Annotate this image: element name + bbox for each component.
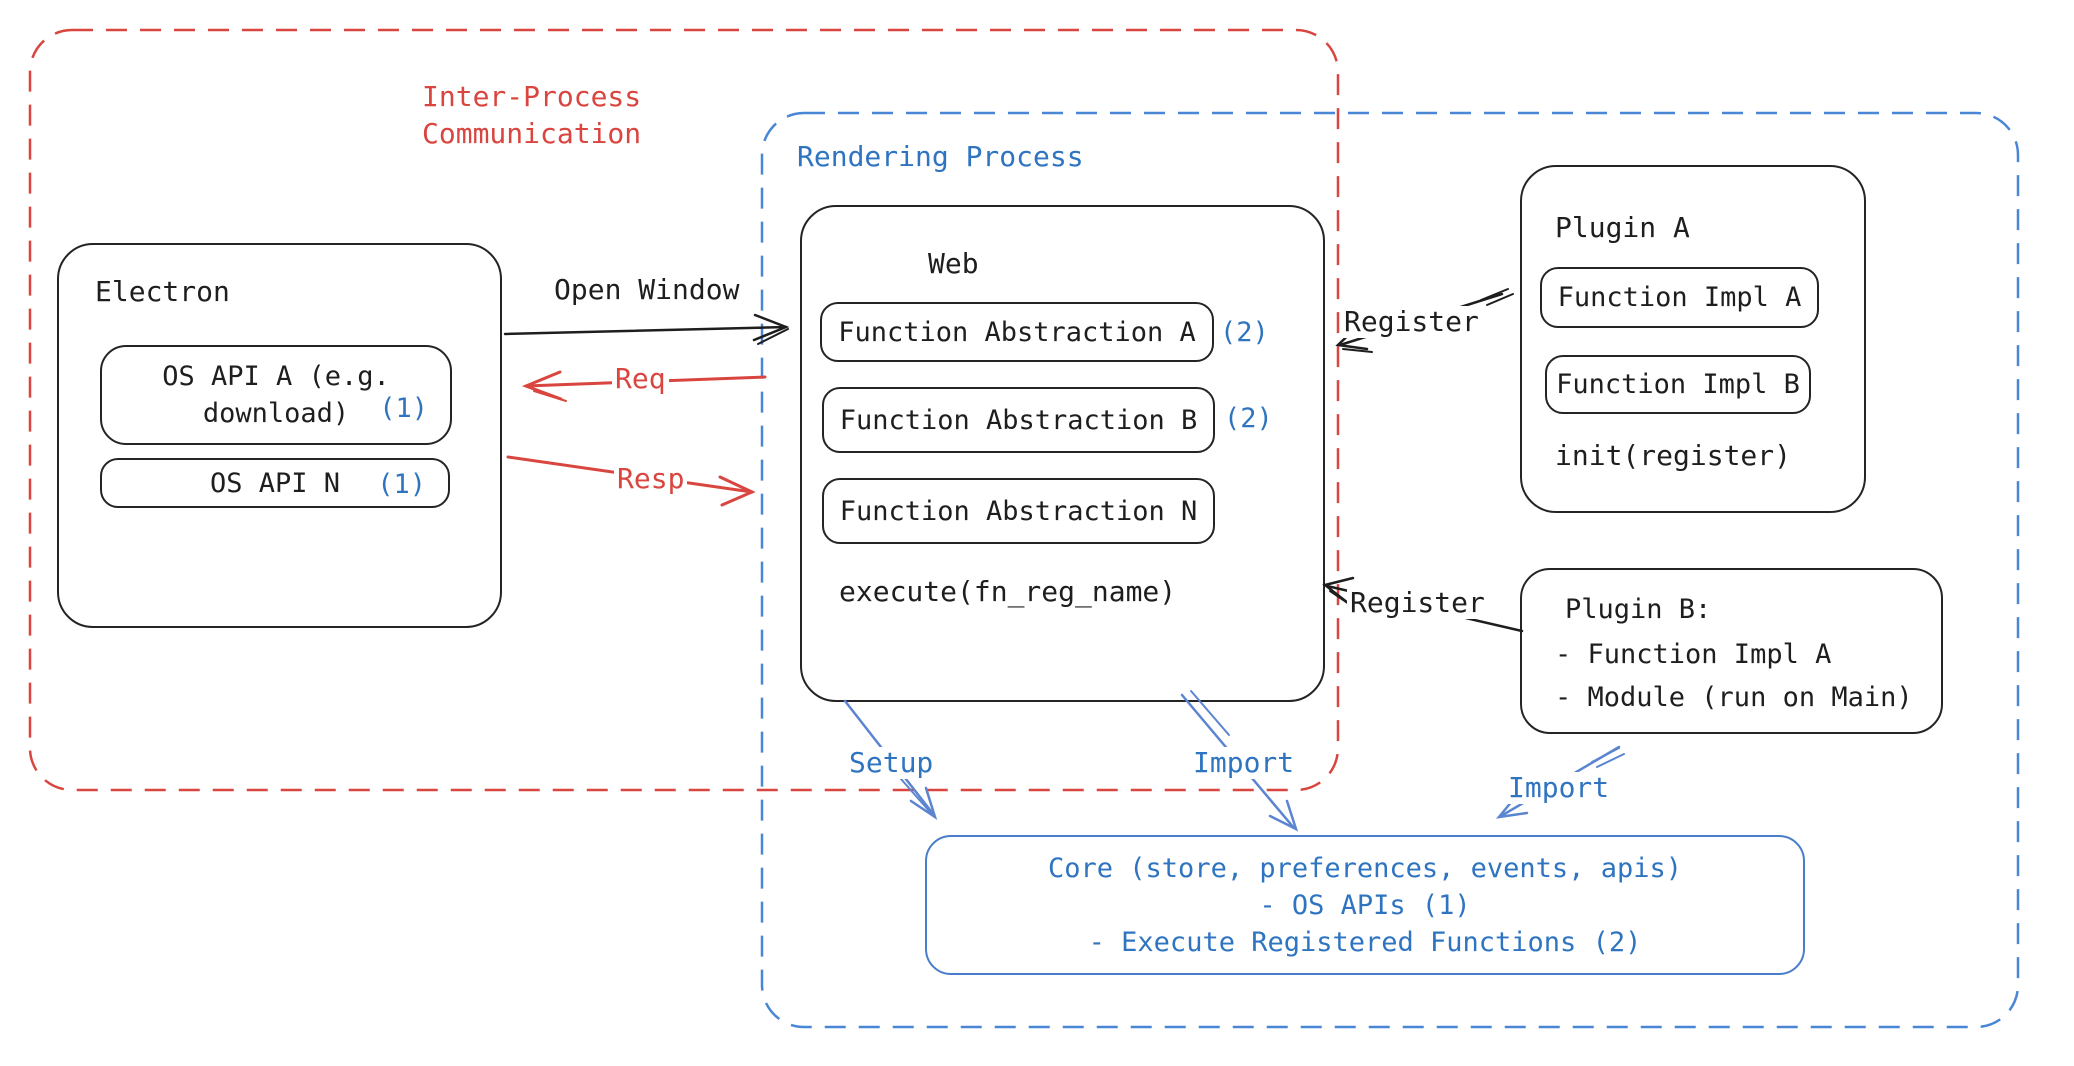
function-abstraction-a-label: Function Abstraction A — [838, 316, 1196, 348]
init-register-label: init(register) — [1555, 439, 1792, 472]
function-abstraction-b-box: Function Abstraction B — [822, 387, 1215, 453]
electron-title: Electron — [95, 275, 230, 308]
ipc-title-line1: Inter-Process — [422, 80, 642, 113]
function-abstraction-n-box: Function Abstraction N — [822, 478, 1215, 544]
rendering-process-title: Rendering Process — [797, 140, 1084, 173]
function-abstraction-n-label: Function Abstraction N — [839, 495, 1198, 527]
req-label: Req — [612, 363, 669, 395]
os-api-a-badge: (1) — [379, 393, 428, 424]
execute-label: execute(fn_reg_name) — [839, 575, 1177, 608]
electron-box: Electron OS API A (e.g. download) (1) OS… — [57, 243, 502, 628]
function-abstraction-b-label: Function Abstraction B — [839, 404, 1198, 436]
core-box: Core (store, preferences, events, apis) … — [925, 835, 1805, 975]
import-mid-label: Import — [1190, 747, 1298, 779]
function-abstraction-a-box: Function Abstraction A — [820, 302, 1214, 362]
web-title: Web — [928, 247, 979, 280]
core-line-3: - Execute Registered Functions (2) — [1088, 926, 1642, 958]
function-impl-a-label: Function Impl A — [1557, 282, 1802, 313]
function-impl-b-box: Function Impl B — [1545, 355, 1811, 414]
function-abstraction-b-badge: (2) — [1224, 403, 1273, 434]
os-api-n-badge: (1) — [377, 469, 426, 500]
os-api-a-line2: download) — [202, 398, 350, 429]
plugin-b-box: Plugin B: - Function Impl A - Module (ru… — [1520, 568, 1943, 734]
core-line-2: - OS APIs (1) — [1259, 889, 1471, 921]
function-impl-b-label: Function Impl B — [1556, 369, 1800, 400]
import-right-label: Import — [1505, 772, 1613, 804]
open-window-arrow — [503, 313, 790, 345]
resp-label: Resp — [614, 463, 688, 495]
open-window-label: Open Window — [554, 273, 740, 306]
os-api-n-box: OS API N (1) — [100, 458, 450, 508]
ipc-title: Inter-Process Communication — [422, 78, 641, 152]
os-api-n-label: OS API N — [209, 467, 341, 499]
plugin-b-title: Plugin B: — [1565, 594, 1712, 625]
plugin-a-box: Plugin A Function Impl A Function Impl B… — [1520, 165, 1866, 513]
plugin-a-title: Plugin A — [1555, 211, 1690, 244]
core-line-1: Core (store, preferences, events, apis) — [1048, 852, 1682, 884]
plugin-b-module-line: - Module (run on Main) — [1555, 682, 1913, 713]
function-impl-a-box: Function Impl A — [1540, 267, 1819, 328]
web-box: Web Function Abstraction A (2) Function … — [800, 205, 1325, 702]
setup-label: Setup — [846, 747, 937, 779]
register-bottom-label: Register — [1347, 587, 1488, 619]
function-abstraction-a-badge: (2) — [1220, 317, 1269, 348]
ipc-title-line2: Communication — [422, 117, 642, 150]
register-top-label: Register — [1341, 306, 1482, 338]
os-api-a-box: OS API A (e.g. download) (1) — [100, 345, 452, 445]
os-api-a-line1: OS API A (e.g. — [162, 361, 390, 392]
plugin-b-impl-line: - Function Impl A — [1555, 639, 1832, 670]
